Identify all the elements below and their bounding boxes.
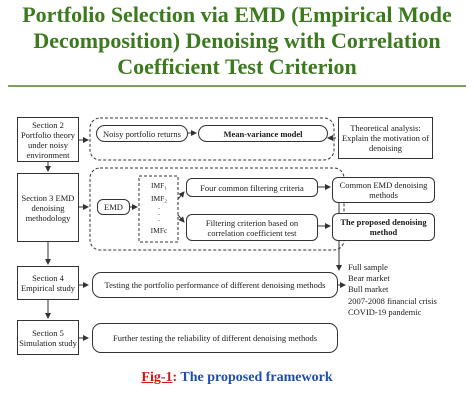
caption-separator: : bbox=[172, 370, 178, 385]
section-3-label: Section 3 EMD denoising methodology bbox=[21, 192, 75, 223]
caption-text: The proposed framework bbox=[177, 370, 333, 385]
market-scenarios-list: Full sample Bear market Bull market 2007… bbox=[348, 262, 437, 318]
emd-box: EMD bbox=[97, 199, 130, 215]
market-item: COVID-19 pandemic bbox=[348, 306, 422, 317]
proposed-method-box: The proposed denoising method bbox=[332, 213, 435, 241]
testing-performance-box: Testing the portfolio performance of dif… bbox=[92, 272, 338, 298]
section-2-box: Section 2 Portfolio theory under noisy e… bbox=[17, 117, 79, 162]
section-4-label: Section 4 Empirical study bbox=[20, 273, 76, 293]
mean-variance-box: Mean-variance model bbox=[198, 125, 328, 142]
theoretical-analysis-box: Theoretical analysis: Explain the motiva… bbox=[338, 117, 433, 159]
four-criteria-box: Four common filtering criteria bbox=[186, 178, 318, 197]
group-frame-emd bbox=[89, 167, 345, 251]
section-4-box: Section 4 Empirical study bbox=[17, 266, 79, 300]
cc-criterion-box: Filtering criterion based on correlation… bbox=[186, 214, 318, 241]
market-item: Bear market bbox=[348, 273, 390, 284]
common-emd-methods-box: Common EMD denoising methods bbox=[332, 177, 435, 203]
section-5-box: Section 5 Simulation study bbox=[17, 320, 79, 355]
imf-dot-3: · bbox=[157, 216, 161, 225]
market-item: Bull market bbox=[348, 284, 389, 295]
further-testing-box: Further testing the reliability of diffe… bbox=[92, 323, 338, 353]
section-3-box: Section 3 EMD denoising methodology bbox=[17, 173, 79, 242]
section-2-label: Section 2 Portfolio theory under noisy e… bbox=[20, 119, 76, 160]
title-divider bbox=[8, 85, 466, 87]
imf-dot-2: · bbox=[157, 210, 161, 219]
market-item: Full sample bbox=[348, 262, 388, 272]
figure-number: Fig-1 bbox=[141, 370, 173, 385]
noisy-returns-box: Noisy portfolio returns bbox=[96, 125, 188, 142]
group-frame-portfolio-theory bbox=[89, 117, 335, 161]
figure-caption: Fig-1: The proposed framework bbox=[0, 370, 474, 386]
imf-1-label: IMF₁ bbox=[151, 181, 167, 190]
imf-dot-1: · bbox=[157, 204, 161, 213]
imf-2-label: IMF₂ bbox=[151, 194, 167, 203]
group-frame-imfs bbox=[138, 175, 179, 243]
section-5-label: Section 5 Simulation study bbox=[19, 327, 77, 348]
page-title: Portfolio Selection via EMD (Empirical M… bbox=[22, 2, 452, 79]
market-item: 2007-2008 financial crisis bbox=[348, 295, 437, 306]
imf-c-label: IMFc bbox=[150, 226, 168, 235]
